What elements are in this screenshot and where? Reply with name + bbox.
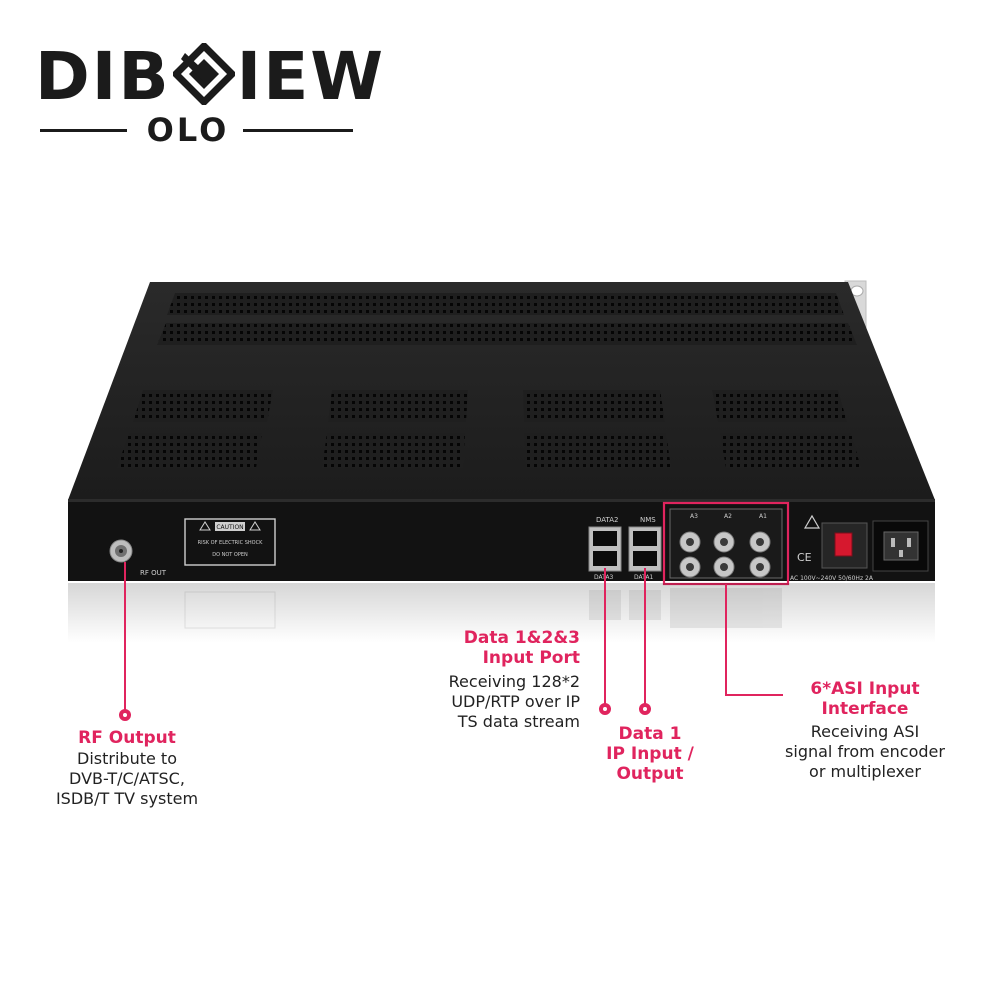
logo-word-right: IEW [236, 38, 386, 115]
rf-output-title: RF Output [78, 728, 176, 748]
rf-output-line-2: DVB-T/C/ATSC, [69, 769, 185, 788]
rf-output-line-1: Distribute to [77, 749, 177, 768]
data123-leader-line [604, 568, 606, 706]
asi-leader-horizontal [725, 694, 783, 696]
logo-word-left: DIB [35, 38, 171, 115]
asi-title-line-1: 6*ASI Input [810, 679, 920, 699]
data123-line-3: TS data stream [457, 712, 580, 731]
nms-label: NMS [640, 516, 656, 524]
callout-rf-output: RF Output Distribute to DVB-T/C/ATSC, IS… [42, 728, 212, 809]
logo-rule-right [243, 129, 353, 132]
rf-output-connector: RF OUT [109, 539, 167, 577]
rf-leader-dot [119, 709, 131, 721]
ethernet-ports: DATA2 NMS DATA3 DATA1 [588, 516, 662, 581]
power-rating: AC 100V~240V 50/60Hz 2A [790, 575, 874, 582]
data123-title-line-2: Input Port [482, 648, 580, 668]
data123-line-1: Receiving 128*2 [448, 672, 580, 691]
data3-label: DATA3 [594, 574, 613, 581]
asi-a1-label: A1 [759, 513, 767, 520]
rf-out-label: RF OUT [140, 569, 167, 577]
caution-label: CAUTION RISK OF ELECTRIC SHOCK DO NOT OP… [184, 518, 276, 566]
data2-label: DATA2 [596, 516, 619, 524]
data1-title-line-3: Output [616, 764, 684, 784]
data123-title-line-1: Data 1&2&3 [463, 628, 580, 648]
rf-output-line-3: ISDB/T TV system [55, 789, 199, 808]
asi-line-1: Receiving ASI [810, 722, 920, 741]
device-reflection [68, 583, 935, 643]
callout-data1: Data 1 IP Input / Output [595, 724, 705, 784]
asi-line-2: signal from encoder [785, 742, 945, 761]
asi-title-line-2: Interface [821, 699, 909, 719]
asi-leader-vertical [725, 584, 727, 696]
caution-text: CAUTION [216, 524, 243, 531]
vent-grills [117, 293, 861, 468]
asi-line-3: or multiplexer [809, 762, 921, 781]
callout-data123: Data 1&2&3 Input Port Receiving 128*2 UD… [396, 628, 580, 732]
logo-rule-left [40, 129, 127, 132]
asi-a3-label: A3 [690, 513, 698, 520]
data123-leader-dot [599, 703, 611, 715]
power-section: CE AC 100V~240V 50/60Hz 2A [790, 514, 929, 582]
ce-mark: CE [797, 551, 812, 564]
data1-label: DATA1 [634, 574, 653, 581]
callout-asi: 6*ASI Input Interface Receiving ASI sign… [760, 679, 970, 782]
data1-title-line-2: IP Input / [606, 744, 694, 764]
do-not-open-text: DO NOT OPEN [212, 552, 248, 558]
rf-leader-line [124, 562, 126, 712]
data123-line-2: UDP/RTP over IP [451, 692, 580, 711]
logo-subtitle: OLO [146, 111, 230, 149]
data1-leader-line [644, 568, 646, 706]
logo-diamond-icon [172, 43, 235, 105]
data1-leader-dot [639, 703, 651, 715]
asi-bnc-connectors: A3 A2 A1 [662, 501, 790, 586]
asi-a2-label: A2 [724, 513, 732, 520]
data1-title-line-1: Data 1 [618, 724, 682, 744]
device-front-panel [68, 499, 935, 581]
shock-text: RISK OF ELECTRIC SHOCK [198, 540, 263, 546]
